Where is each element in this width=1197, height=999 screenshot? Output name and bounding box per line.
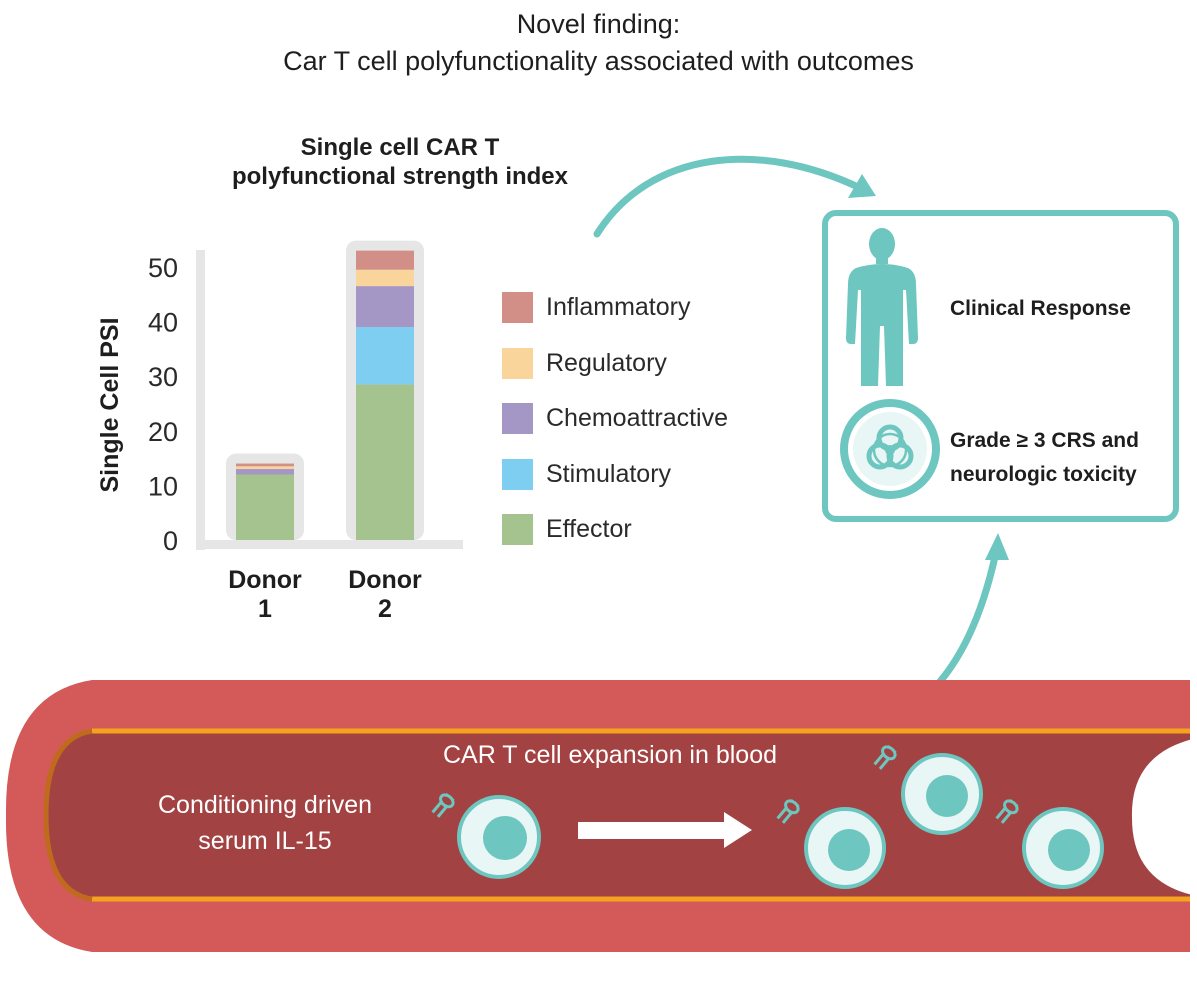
person-icon <box>846 228 918 386</box>
x-tick-label: Donor <box>228 566 302 594</box>
chart-title-line2: polyfunctional strength index <box>231 163 568 190</box>
legend-swatch <box>502 347 533 379</box>
chart-title-line1: Single cell CAR T <box>300 134 500 161</box>
legend-swatch <box>502 292 533 324</box>
legend-label: Regulatory <box>546 348 667 377</box>
legend-label: Inflammatory <box>546 293 691 322</box>
x-tick-label: 1 <box>258 595 272 623</box>
y-tick-label: 40 <box>148 308 178 338</box>
legend-label: Stimulatory <box>546 459 672 488</box>
bar-segment-effector <box>236 474 294 540</box>
figure-title-line2: Car T cell polyfunctionality associated … <box>283 46 914 76</box>
x-tick-label: Donor <box>348 566 422 594</box>
legend-item-effector: Effector <box>502 502 728 558</box>
legend-item-stimulatory: Stimulatory <box>502 447 728 503</box>
car-t-cell <box>873 745 983 835</box>
y-tick-label: 10 <box>148 471 178 501</box>
legend-item-chemoattractive: Chemoattractive <box>502 391 728 447</box>
figure-title-line1: Novel finding: <box>516 9 681 39</box>
conditioning-label-line2: serum IL-15 <box>198 827 332 855</box>
bar-segment-chemoattractive <box>356 286 414 328</box>
legend-item-inflammatory: Inflammatory <box>502 280 728 336</box>
toxicity-label-line2: neurologic toxicity <box>950 463 1137 486</box>
y-tick-label: 50 <box>148 253 178 283</box>
biohazard-icon <box>840 399 940 499</box>
car-t-cell <box>776 799 886 889</box>
legend-swatch <box>502 403 533 435</box>
car-t-cell <box>431 793 541 879</box>
legend-item-regulatory: Regulatory <box>502 336 728 392</box>
y-tick-label: 20 <box>148 417 178 447</box>
toxicity-label-line1: Grade ≥ 3 CRS and <box>950 429 1139 452</box>
outcomes-box: Clinical Response Grade ≥ 3 CRS and neur… <box>822 210 1179 522</box>
y-axis <box>196 250 205 550</box>
legend-label: Chemoattractive <box>546 404 729 433</box>
blood-vessel <box>5 680 1197 952</box>
conditioning-label-line1: Conditioning driven <box>157 791 373 819</box>
y-tick-label: 30 <box>148 362 178 392</box>
bar-segment-regulatory <box>356 269 414 287</box>
car-t-cell <box>995 799 1104 889</box>
bar-segment-regulatory <box>236 466 294 470</box>
bar-segment-stimulatory <box>356 327 414 385</box>
legend-label: Effector <box>546 515 632 544</box>
y-axis-label: Single Cell PSI <box>96 317 124 492</box>
legend-swatch <box>502 458 533 490</box>
x-tick-label: 2 <box>378 595 392 623</box>
x-axis <box>196 540 463 549</box>
bar-segment-chemoattractive <box>236 469 294 475</box>
y-tick-label: 0 <box>163 526 178 556</box>
bar-segment-inflammatory <box>356 250 414 270</box>
bar-segment-inflammatory <box>236 463 294 467</box>
expansion-label: CAR T cell expansion in blood <box>443 741 777 769</box>
clinical-response-label: Clinical Response <box>950 297 1131 320</box>
bar-segment-effector <box>356 384 414 540</box>
legend-swatch <box>502 514 533 546</box>
expansion-arrow <box>578 812 752 848</box>
